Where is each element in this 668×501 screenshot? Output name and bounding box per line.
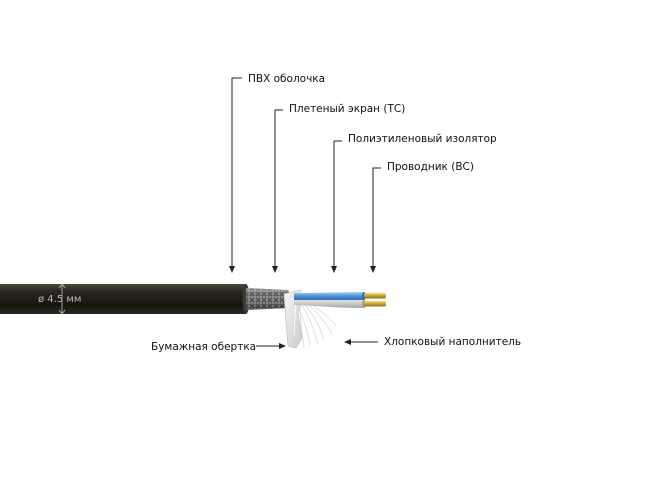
- callout-pvc-jacket: ПВХ оболочка: [229, 73, 325, 273]
- diameter-label: ø 4.5 мм: [38, 294, 81, 305]
- label-pvc-jacket: ПВХ оболочка: [248, 73, 325, 85]
- label-pe-insulator: Полиэтиленовый изолятор: [348, 133, 497, 145]
- callout-pe-insulator: Полиэтиленовый изолятор: [331, 133, 497, 273]
- label-cotton-filler: Хлопковый наполнитель: [384, 336, 521, 348]
- diameter-dimension: ø 4.5 мм: [38, 283, 81, 315]
- blue-insulated-core: [294, 292, 366, 300]
- cable: ø 4.5 мм: [0, 283, 386, 349]
- braided-shield: [246, 288, 291, 310]
- label-braided-shield: Плетеный экран (ТС): [289, 103, 405, 115]
- callout-braided-shield: Плетеный экран (ТС): [272, 103, 405, 273]
- cotton-filler: [297, 305, 337, 349]
- pvc-jacket: [0, 284, 246, 314]
- label-paper-wrap: Бумажная обертка: [151, 341, 256, 353]
- callout-cotton-filler: Хлопковый наполнитель: [344, 336, 521, 348]
- conductors: [364, 293, 386, 307]
- callout-conductor: Проводник (ВС): [370, 161, 474, 273]
- label-conductor: Проводник (ВС): [387, 161, 474, 173]
- callout-paper-wrap: Бумажная обертка: [151, 341, 286, 353]
